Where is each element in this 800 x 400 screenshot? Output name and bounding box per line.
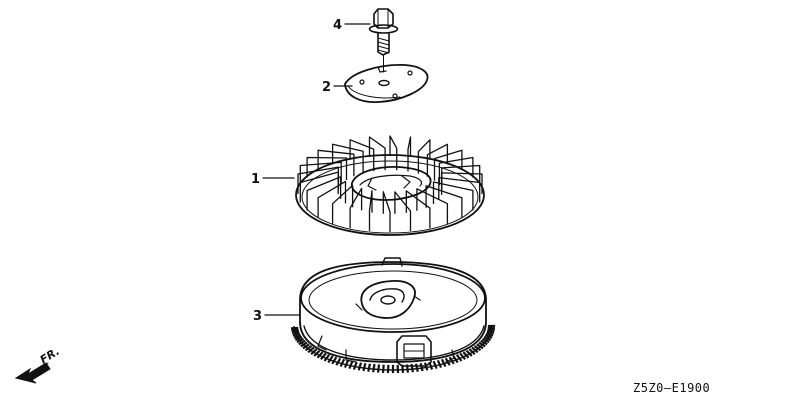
gear-tooth — [455, 354, 463, 362]
gear-tooth — [440, 358, 447, 367]
fan-blade — [425, 185, 463, 218]
fan-blade — [331, 143, 364, 174]
gear-tooth — [468, 348, 476, 355]
fan-blade — [433, 149, 463, 181]
drawing-code: Z5Z0—E1900 — [633, 381, 710, 395]
gear-tooth — [436, 359, 443, 369]
fan-blade — [331, 184, 354, 224]
cooling-fan — [295, 135, 485, 236]
gear-tooth — [367, 363, 372, 372]
gear-tooth — [357, 362, 363, 371]
callout-4: 4 — [333, 18, 371, 33]
fan-blade — [349, 139, 375, 172]
callout-2: 2 — [322, 80, 353, 95]
ring-gear-edge — [293, 325, 493, 371]
gear-tooth — [462, 351, 470, 359]
front-direction-indicator: FR. — [14, 345, 62, 384]
gear-tooth — [327, 355, 334, 364]
gear-tooth — [362, 362, 367, 372]
gear-tooth — [348, 360, 354, 370]
fan-blade — [297, 166, 340, 194]
callout-label-1: 1 — [251, 172, 260, 187]
gear-tooth — [310, 348, 318, 355]
gear-tooth — [372, 363, 376, 373]
gear-tooth — [459, 352, 466, 361]
gear-tooth — [316, 351, 324, 359]
gear-tooth — [465, 349, 473, 357]
gear-tooth — [381, 364, 385, 373]
gear-tooth — [339, 358, 346, 367]
fan-blade — [368, 136, 386, 171]
gear-tooth — [448, 356, 455, 365]
fan-blade — [438, 156, 474, 186]
gear-tooth — [323, 354, 331, 362]
fan-blade — [368, 189, 373, 231]
gear-tooth — [343, 359, 350, 369]
callout-1: 1 — [251, 172, 295, 187]
gear-tooth — [473, 345, 482, 352]
gear-tooth — [352, 361, 358, 370]
fan-blade — [416, 188, 449, 224]
callout-label-3: 3 — [253, 309, 262, 324]
fan-blade — [389, 135, 398, 171]
gear-tooth — [331, 356, 338, 365]
fan-blade — [299, 161, 342, 186]
fan-blade — [417, 139, 431, 174]
gear-tooth — [304, 345, 313, 352]
fan-blade — [317, 180, 347, 218]
callout-label-4: 4 — [333, 18, 342, 33]
flywheel-washer-plate — [344, 64, 429, 103]
fan-blades — [297, 135, 483, 232]
flange-bolt — [368, 8, 399, 73]
front-arrow-icon — [14, 362, 51, 384]
ring-gear-teeth — [290, 324, 496, 374]
fan-blade — [317, 149, 355, 177]
front-label: FR. — [38, 345, 62, 367]
fan-blade — [349, 187, 363, 229]
flywheel — [290, 257, 496, 374]
gear-tooth — [428, 361, 434, 370]
gear-tooth — [335, 357, 342, 366]
gear-tooth — [432, 360, 438, 370]
callout-label-2: 2 — [322, 80, 331, 95]
fan-blade — [407, 136, 412, 172]
gear-tooth — [376, 364, 381, 373]
fan-blade — [306, 176, 342, 211]
gear-tooth — [320, 352, 327, 361]
fan-blade — [441, 164, 481, 190]
fan-blade — [306, 156, 348, 180]
fan-blade — [438, 176, 481, 203]
fan-blade — [382, 191, 391, 232]
fan-blade — [405, 190, 431, 229]
fan-blade — [394, 191, 412, 231]
fan-blade — [432, 181, 474, 211]
callout-3: 3 — [253, 309, 301, 324]
gear-tooth — [419, 362, 424, 372]
gear-tooth — [313, 349, 321, 357]
